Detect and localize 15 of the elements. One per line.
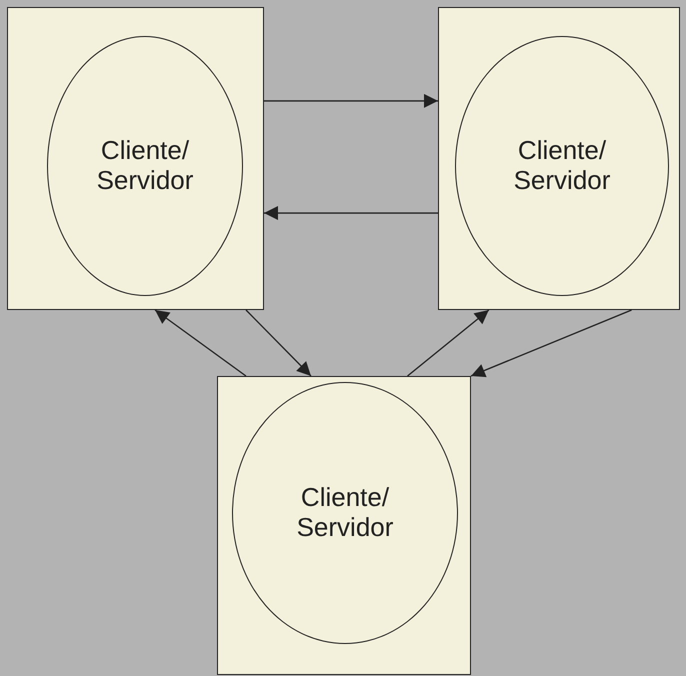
ellipse-node <box>455 36 669 296</box>
arrow <box>154 309 246 377</box>
rectangle-box <box>438 7 680 310</box>
ellipse-node <box>47 36 243 296</box>
rectangle-box <box>7 7 264 310</box>
arrow <box>407 310 490 376</box>
ellipse-node <box>232 382 458 644</box>
node-label: Cliente/ Servidor <box>512 136 612 196</box>
arrow <box>246 310 312 376</box>
arrow <box>470 309 632 378</box>
rectangle-box <box>217 376 471 675</box>
node-label: Cliente/ Servidor <box>96 136 194 196</box>
node-label: Cliente/ Servidor <box>296 483 394 543</box>
arrow <box>264 206 438 220</box>
arrow <box>264 94 438 108</box>
